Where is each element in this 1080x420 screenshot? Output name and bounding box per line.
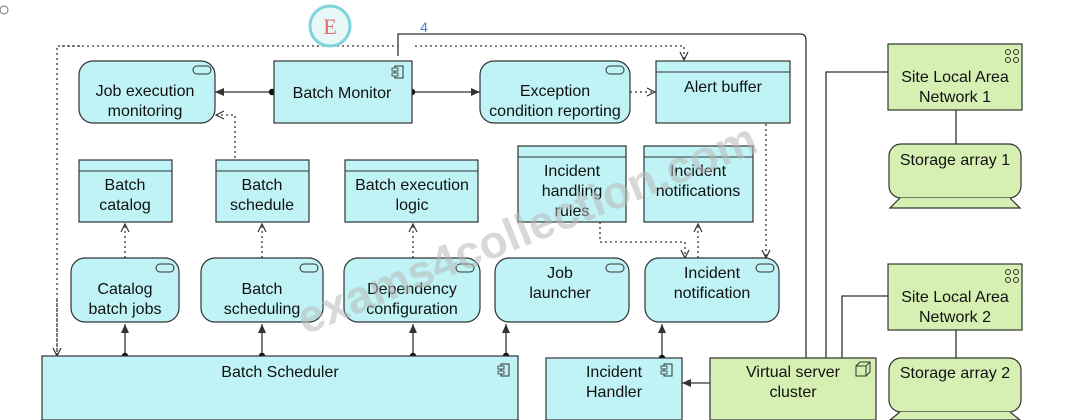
scheduling-label-1: Batch (242, 281, 283, 298)
device-base-icon (888, 197, 1022, 209)
notifications-label-2: notifications (656, 183, 741, 200)
service-dependency-configuration[interactable]: Dependency configuration (343, 257, 481, 323)
service-batch-scheduling[interactable]: Batch scheduling (200, 257, 324, 323)
data-incident-handling-rules[interactable]: Incident handling rules (517, 145, 627, 223)
batch-monitor-label: Batch Monitor (293, 85, 392, 102)
data-batch-schedule[interactable]: Batch schedule (215, 159, 310, 223)
service-exception-condition-reporting[interactable]: Exception condition reporting (479, 60, 631, 124)
execution-logic-label-1: Batch execution (355, 177, 469, 194)
batch-schedule-label-1: Batch (242, 177, 283, 194)
notification-label-2: notification (674, 285, 751, 302)
device-storage-array-2[interactable]: Storage array 2 (888, 357, 1022, 420)
watermark-logo-letter: E (323, 14, 336, 39)
node-virtual-server-cluster[interactable]: Virtual server cluster (709, 357, 877, 420)
device-base-icon (889, 411, 1021, 420)
catalog-jobs-label-2: batch jobs (89, 301, 162, 318)
dependency-label-1: Dependency (367, 281, 457, 298)
network-icon (1005, 269, 1019, 283)
corner-circle (0, 5, 9, 15)
connections (57, 33, 957, 420)
cluster-label-1: Virtual server (746, 364, 841, 381)
exception-label-1: Exception (520, 83, 590, 100)
service-catalog-batch-jobs[interactable]: Catalog batch jobs (70, 257, 180, 323)
component-batch-scheduler[interactable]: Batch Scheduler (41, 355, 519, 420)
launcher-label-1: Job (547, 265, 573, 282)
storage2-label: Storage array 2 (900, 365, 1010, 382)
catalog-jobs-label-1: Catalog (97, 281, 152, 298)
top-solid-frame (397, 33, 807, 420)
lan1-label-2: Network 1 (919, 89, 991, 106)
service-job-launcher[interactable]: Job launcher (494, 257, 630, 323)
handling-rules-label-2: handling (542, 183, 603, 200)
lan1-label-1: Site Local Area (901, 69, 1009, 86)
component-icon (394, 65, 404, 79)
batch-schedule-label-2: schedule (230, 197, 294, 214)
batch-catalog-label-1: Batch (105, 177, 146, 194)
component-incident-handler[interactable]: Incident Handler (545, 357, 683, 420)
cluster-to-lan2 (841, 295, 888, 358)
data-batch-execution-logic[interactable]: Batch execution logic (344, 159, 479, 223)
scheduling-label-2: scheduling (224, 301, 301, 318)
launcher-label-2: launcher (529, 285, 591, 302)
service-icon (605, 263, 625, 273)
exception-label-2: condition reporting (489, 103, 621, 120)
component-icon (500, 363, 510, 377)
service-icon (299, 263, 319, 273)
dependency-label-2: configuration (366, 301, 458, 318)
batch-catalog-label-2: catalog (99, 197, 151, 214)
data-batch-catalog[interactable]: Batch catalog (78, 159, 173, 223)
lan2-label-1: Site Local Area (901, 289, 1009, 306)
component-icon (663, 363, 673, 377)
incident-handler-label-1: Incident (586, 364, 643, 381)
data-incident-notifications[interactable]: Incident notifications (643, 145, 754, 223)
storage1-label: Storage array 1 (900, 152, 1010, 169)
notification-label-1: Incident (684, 265, 741, 282)
execution-logic-label-2: logic (396, 197, 429, 214)
service-icon (605, 65, 625, 75)
network-icon (1005, 49, 1019, 63)
rules-access (599, 222, 685, 258)
handling-rules-label-1: Incident (544, 163, 601, 180)
data-alert-buffer[interactable]: Alert buffer (655, 60, 791, 124)
job-exec-label-2: monitoring (108, 103, 183, 120)
service-icon (455, 263, 475, 273)
cluster-to-lan1 (825, 71, 888, 358)
alert-buffer-label: Alert buffer (684, 79, 763, 96)
watermark-logo-digit: 4 (420, 19, 428, 35)
service-icon (155, 263, 175, 273)
cluster-label-2: cluster (769, 384, 817, 401)
service-icon (192, 65, 212, 75)
handling-rules-label-3: rules (555, 203, 590, 220)
notifications-label-1: Incident (670, 163, 727, 180)
node-site-lan-2[interactable]: Site Local Area Network 2 (887, 263, 1023, 331)
batch-scheduler-label: Batch Scheduler (221, 364, 339, 381)
service-icon (755, 263, 775, 273)
watermark-logo-icon (308, 4, 352, 48)
node-site-lan-1[interactable]: Site Local Area Network 1 (887, 43, 1023, 111)
device-storage-array-1[interactable]: Storage array 1 (888, 143, 1022, 209)
lan2-label-2: Network 2 (919, 309, 991, 326)
service-job-execution-monitoring[interactable]: Job execution monitoring (78, 60, 216, 124)
node-icon (855, 361, 871, 377)
component-batch-monitor[interactable]: Batch Monitor (273, 60, 413, 124)
job-exec-label-1: Job execution (96, 83, 195, 100)
incident-handler-label-2: Handler (586, 384, 643, 401)
schedule-to-job-exec (216, 115, 236, 158)
monitor-to-alert-buffer (415, 45, 684, 60)
service-incident-notification[interactable]: Incident notification (644, 257, 780, 323)
